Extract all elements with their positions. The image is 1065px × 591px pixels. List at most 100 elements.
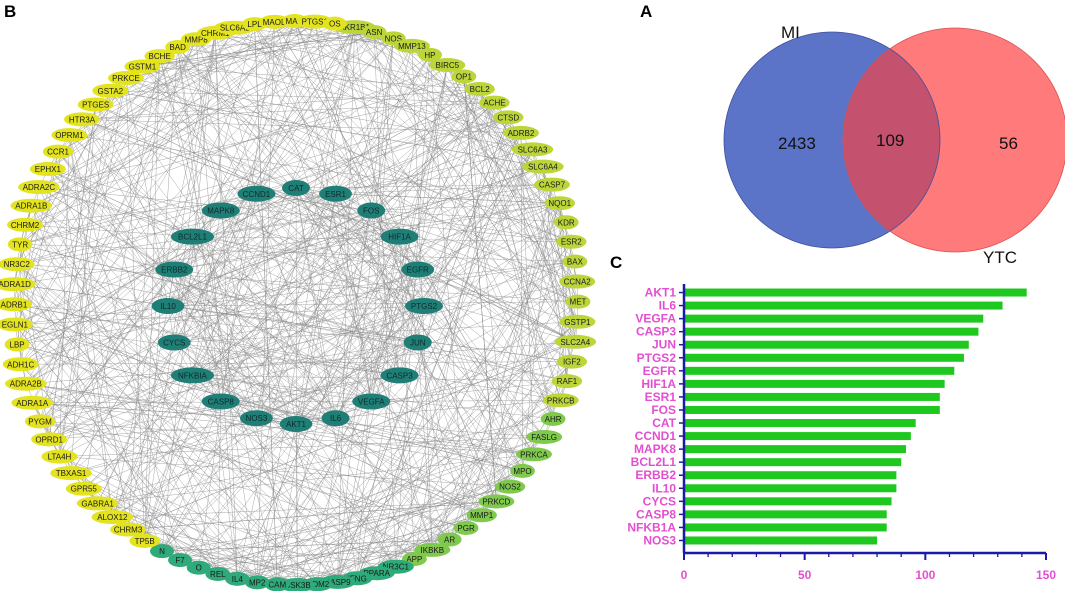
network-edge <box>354 27 400 376</box>
network-edge <box>125 77 533 150</box>
network-edge <box>70 418 257 474</box>
outer-node-label: IL4 <box>232 575 244 584</box>
network-edge <box>399 269 418 376</box>
network-edge <box>192 236 372 402</box>
outer-node-label: EGLN1 <box>2 320 29 329</box>
network-edge <box>159 55 521 134</box>
outer-node <box>91 509 134 524</box>
outer-node-label: ESR2 <box>561 238 582 247</box>
network-edge <box>38 186 576 343</box>
inner-node <box>201 393 240 410</box>
network-edges <box>13 20 579 586</box>
network-edge <box>167 269 418 307</box>
outer-node <box>565 294 591 309</box>
outer-node <box>29 162 66 177</box>
outer-node-label: ALOX12 <box>97 513 128 522</box>
network-edge <box>220 210 400 237</box>
inner-node-label: EGFR <box>407 266 429 275</box>
network-edge <box>112 54 431 518</box>
outer-node-label: ADH1C <box>7 360 34 369</box>
network-edge <box>337 380 568 583</box>
outer-node-label: IGF2 <box>563 358 581 367</box>
outer-node-label: BIRC5 <box>436 61 460 70</box>
network-edge <box>192 375 497 502</box>
inner-node <box>170 367 215 384</box>
outer-node-label: NOS <box>385 34 402 43</box>
network-edge <box>14 284 297 425</box>
network-edge <box>57 151 450 540</box>
network-edge <box>20 244 482 516</box>
outer-node-ring: AKR1B1ASNNOSMMP13HPBIRC5OP1BCL2ACHECTSDA… <box>0 14 597 591</box>
network-edge <box>423 261 575 307</box>
inner-node <box>201 202 240 219</box>
network-edge <box>177 47 221 402</box>
network-edge <box>32 39 197 403</box>
network-edge <box>174 269 257 419</box>
outer-node-label: CCNA2 <box>564 278 592 287</box>
outer-node-label: AR <box>444 536 455 545</box>
network-edge <box>16 166 543 345</box>
outer-node-label: NQO1 <box>548 199 571 208</box>
outer-node <box>466 508 497 523</box>
network-edge <box>234 27 567 223</box>
bar-nos3 <box>684 536 878 545</box>
network-edge <box>167 305 372 402</box>
outer-node <box>244 575 270 590</box>
network-edge <box>20 193 257 245</box>
outer-node-label: MPO <box>513 467 531 476</box>
network-edge <box>192 210 372 376</box>
inner-node <box>401 261 435 278</box>
network-edge <box>220 210 400 376</box>
outer-node-label: BCHE <box>149 52 171 61</box>
network-edge <box>13 304 318 585</box>
network-edge <box>57 151 297 425</box>
network-edge <box>167 210 221 307</box>
network-edge <box>144 27 355 542</box>
network-edge <box>59 269 418 457</box>
network-edge <box>494 102 533 150</box>
network-edge <box>38 23 335 188</box>
network-edge <box>25 31 375 384</box>
network-edge <box>49 117 509 440</box>
outer-node-label: CASP7 <box>539 181 566 190</box>
network-edge <box>14 284 318 585</box>
outer-node-label: ACHE <box>483 99 505 108</box>
network-edge <box>174 342 336 419</box>
network-edge <box>463 76 497 502</box>
network-edge <box>373 31 579 302</box>
outer-node <box>437 532 462 547</box>
network-edge <box>257 149 533 583</box>
bar-jun <box>684 340 969 349</box>
category-label-akt1: AKT1 <box>645 286 677 300</box>
outer-node <box>10 198 53 213</box>
inner-node <box>155 261 194 278</box>
network-edge <box>174 342 482 516</box>
network-edge <box>417 269 576 343</box>
network-edge <box>174 342 400 376</box>
network-edge <box>220 193 336 211</box>
network-edge <box>256 193 372 402</box>
network-edge <box>14 283 572 362</box>
network-edge <box>174 269 193 376</box>
outer-node <box>165 40 191 55</box>
outer-node-label: GSTP1 <box>564 318 591 327</box>
network-edge <box>237 470 523 580</box>
inner-node-label: CAT <box>288 184 304 193</box>
network-edge <box>39 342 418 422</box>
outer-node-label: N <box>159 547 165 556</box>
network-edge <box>254 23 497 502</box>
outer-node-label: GSK3B <box>284 581 311 590</box>
network-edge <box>14 46 178 325</box>
outer-node-label: NR3C2 <box>4 260 31 269</box>
network-edge <box>59 436 545 457</box>
network-edge <box>295 187 400 237</box>
network-edge <box>177 47 258 583</box>
network-edge <box>417 342 482 516</box>
network-edge <box>215 32 238 579</box>
outer-node <box>522 159 564 174</box>
network-edge <box>295 305 425 425</box>
network-edge <box>295 187 298 585</box>
bar-cat <box>684 419 916 428</box>
network-edge <box>174 305 425 343</box>
